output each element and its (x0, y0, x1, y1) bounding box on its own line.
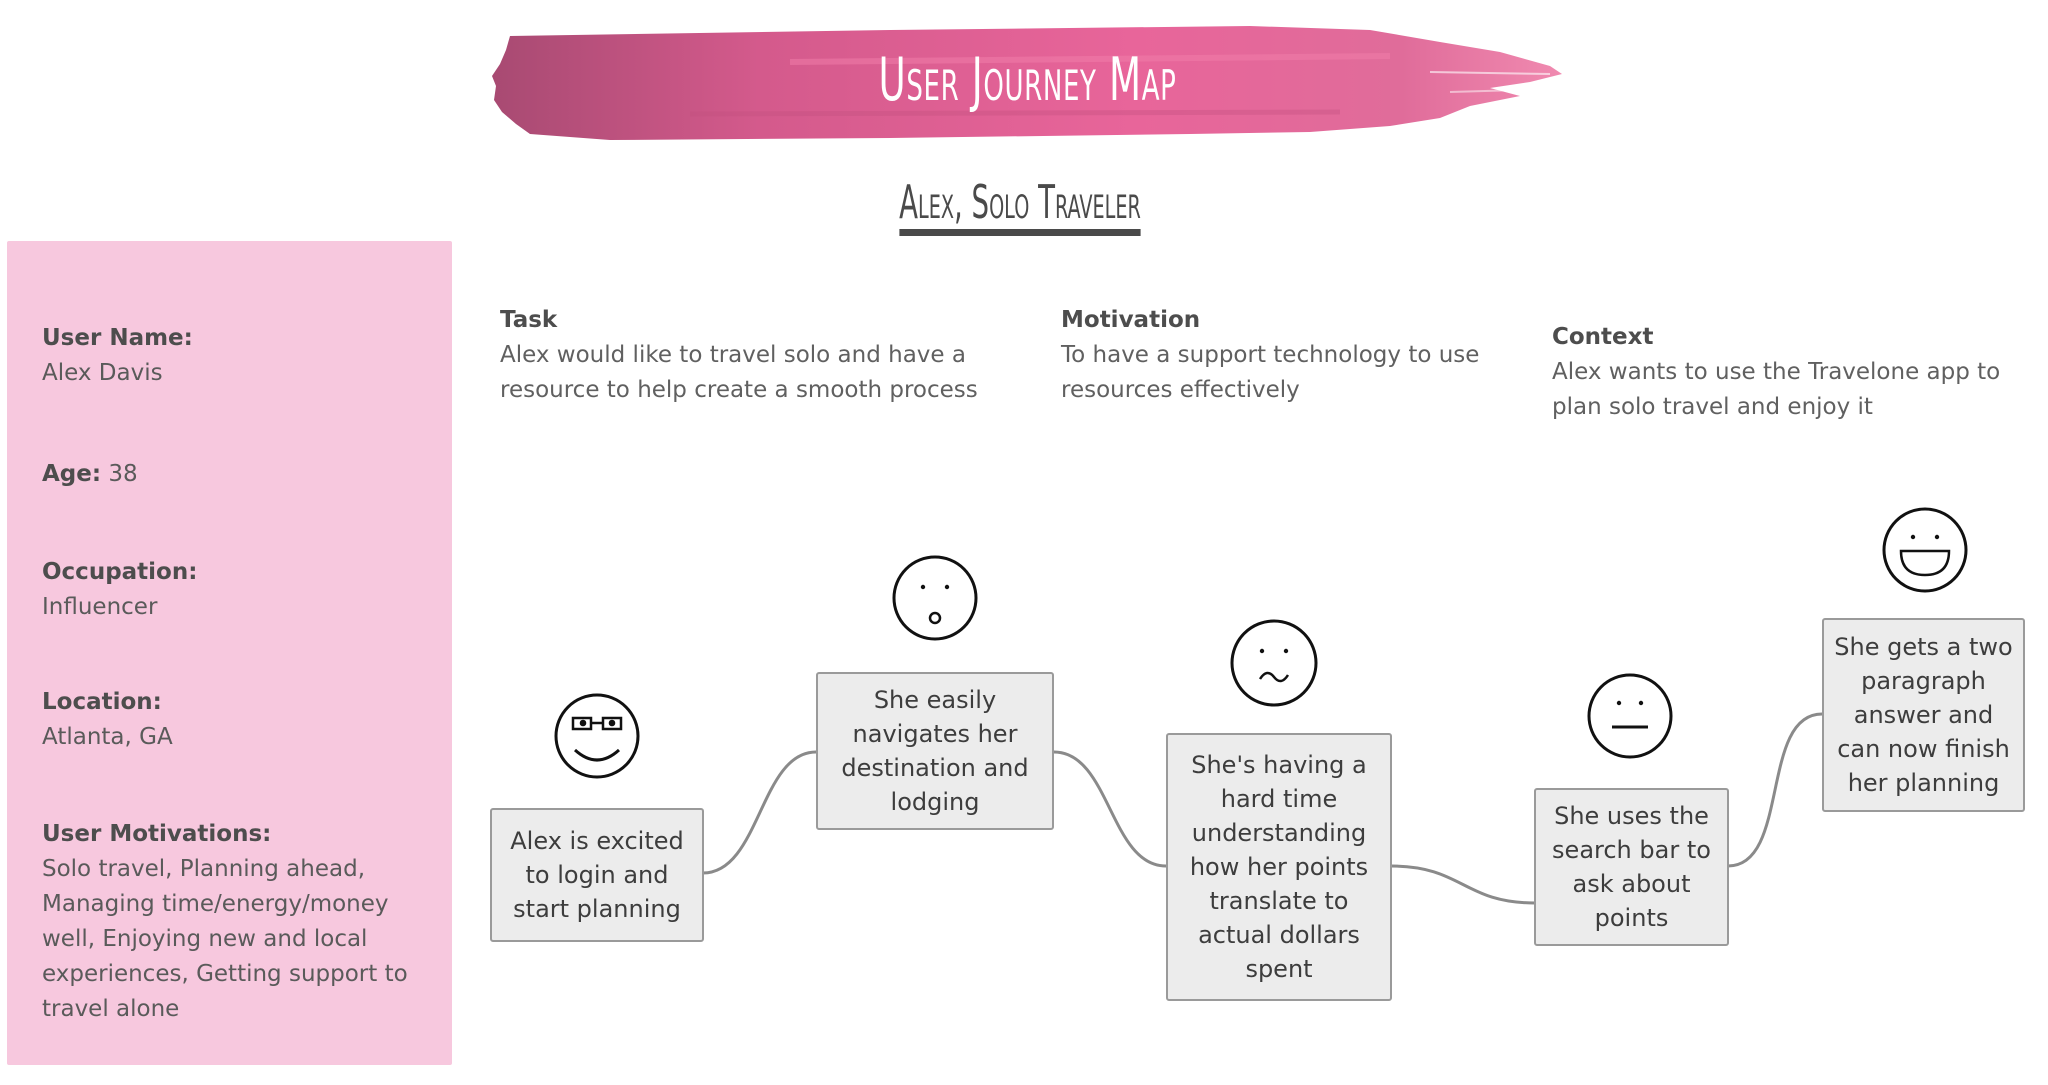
field-label: User Motivations: (42, 821, 272, 847)
persona-panel: User Name: Alex Davis Age: 38 Occupation… (7, 241, 452, 1065)
motivation-label: Motivation (1061, 307, 1201, 333)
step-text: She easily navigates her destination and… (841, 686, 1029, 816)
happy-glasses-icon (554, 693, 640, 779)
task-text: Alex would like to travel solo and have … (500, 342, 978, 403)
context-label: Context (1552, 324, 1654, 350)
field-value: Influencer (42, 594, 158, 620)
context-section: Context Alex wants to use the Travelone … (1552, 320, 2022, 425)
step-text: She gets a two paragraph answer and can … (1834, 633, 2013, 797)
connector-2-3 (1053, 750, 1167, 868)
persona-field-motivations: User Motivations: Solo travel, Planning … (42, 817, 427, 1027)
surprised-face-icon (892, 555, 978, 641)
field-label: Age: (42, 461, 102, 487)
field-label: Occupation: (42, 559, 198, 585)
step-text: Alex is excited to login and start plann… (510, 827, 684, 923)
field-label: User Name: (42, 325, 193, 351)
persona-field-occupation: Occupation: Influencer (42, 555, 422, 625)
field-value: Solo travel, Planning ahead, Managing ti… (42, 856, 408, 1022)
persona-subtitle: Alex, Solo Traveler (864, 172, 1176, 236)
persona-subtitle-text: Alex, Solo Traveler (899, 175, 1141, 236)
brush-stroke (492, 26, 1562, 140)
field-label: Location: (42, 689, 162, 715)
journey-step-1: Alex is excited to login and start plann… (490, 808, 704, 942)
task-label: Task (500, 307, 558, 333)
neutral-face-icon (1587, 673, 1673, 759)
confused-face-icon (1230, 619, 1318, 707)
persona-field-location: Location: Atlanta, GA (42, 685, 422, 755)
step-text: She uses the search bar to ask about poi… (1552, 802, 1711, 932)
journey-step-4: She uses the search bar to ask about poi… (1534, 788, 1729, 946)
context-text: Alex wants to use the Travelone app to p… (1552, 359, 2001, 420)
motivation-section: Motivation To have a support technology … (1061, 303, 1521, 408)
step-text: She's having a hard time understanding h… (1189, 751, 1369, 983)
field-value: Alex Davis (42, 360, 163, 386)
persona-field-user-name: User Name: Alex Davis (42, 321, 422, 391)
persona-field-age: Age: 38 (42, 457, 422, 492)
title-banner (490, 22, 1565, 150)
field-value: Atlanta, GA (42, 724, 173, 750)
connector-1-2 (702, 750, 817, 875)
field-value: 38 (108, 461, 138, 487)
journey-step-3: She's having a hard time understanding h… (1166, 733, 1392, 1001)
connector-3-4 (1390, 864, 1536, 905)
journey-step-5: She gets a two paragraph answer and can … (1822, 618, 2025, 812)
page-title: User Journey Map (878, 45, 1177, 115)
task-section: Task Alex would like to travel solo and … (500, 303, 1020, 408)
journey-step-2: She easily navigates her destination and… (816, 672, 1054, 830)
motivation-text: To have a support technology to use reso… (1061, 342, 1480, 403)
laughing-face-icon (1882, 507, 1968, 593)
connector-4-5 (1727, 712, 1823, 868)
